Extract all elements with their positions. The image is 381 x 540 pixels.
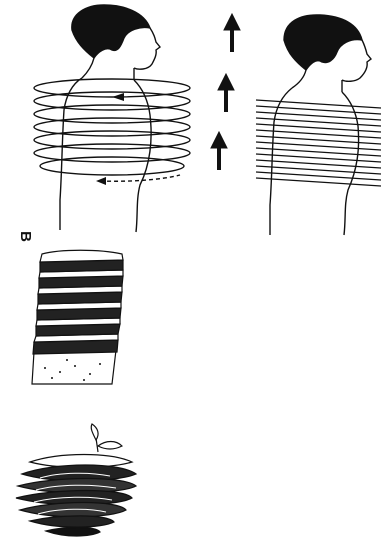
left-patient-torso xyxy=(60,78,82,230)
apple-leaf xyxy=(91,424,98,440)
right-patient-hair xyxy=(284,15,362,70)
stacked-slice-lines xyxy=(256,100,381,186)
bread-loaf-illustration xyxy=(32,250,123,384)
panel-label-b: B xyxy=(17,231,34,242)
right-patient-face xyxy=(342,40,371,81)
apple-spiral-bands xyxy=(16,455,136,537)
left-patient-face xyxy=(134,28,160,69)
spiral-coils xyxy=(34,79,190,181)
table-motion-arrows xyxy=(211,14,240,170)
up-arrow-icon xyxy=(211,132,227,170)
bread-base xyxy=(32,350,116,384)
up-arrow-icon xyxy=(224,14,240,52)
spiral-direction-arrows xyxy=(96,93,124,185)
up-arrow-icon xyxy=(218,74,234,112)
left-patient-hair xyxy=(72,5,150,58)
spiral-apple-illustration xyxy=(16,424,136,536)
bread-slices xyxy=(33,250,123,354)
